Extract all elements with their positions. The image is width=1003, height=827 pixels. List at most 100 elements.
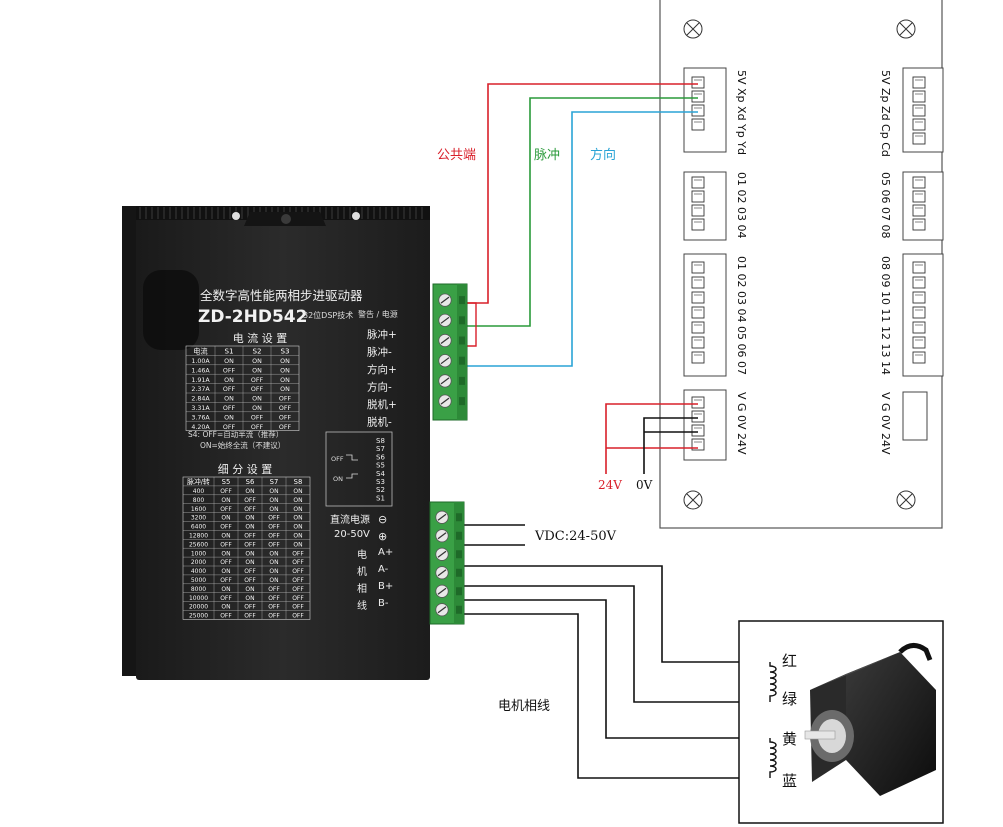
wire-color-red: 红 bbox=[782, 652, 797, 670]
table-cell: OFF bbox=[268, 595, 280, 602]
table-header: S3 bbox=[280, 347, 289, 356]
motor-phase-char: 线 bbox=[357, 599, 367, 612]
motor-phase-char: 机 bbox=[357, 565, 367, 578]
table-cell: 1600 bbox=[191, 506, 206, 513]
signal-label: 方向- bbox=[367, 381, 392, 394]
motor-phase-vertical-label: 电机相线 bbox=[357, 548, 367, 612]
table-cell: 1.46A bbox=[191, 367, 210, 374]
table-cell: 5000 bbox=[191, 577, 206, 584]
table-cell: 25600 bbox=[189, 541, 208, 548]
table-cell: OFF bbox=[268, 524, 280, 531]
wires bbox=[462, 83, 770, 779]
table-cell: OFF bbox=[292, 568, 304, 575]
table-cell: ON bbox=[245, 524, 254, 531]
table-cell: ON bbox=[224, 358, 234, 365]
table-cell: OFF bbox=[292, 604, 304, 611]
minus-icon: ⊖ bbox=[378, 513, 387, 526]
driver-title: 全数字高性能两相步进驱动器 bbox=[200, 288, 363, 303]
table-cell: ON bbox=[224, 377, 234, 384]
connector-pin bbox=[691, 424, 705, 437]
table-cell: OFF bbox=[292, 586, 304, 593]
table-cell: OFF bbox=[268, 533, 280, 540]
table-cell: ON bbox=[293, 524, 302, 531]
left-connector-pins bbox=[691, 76, 705, 451]
connector-pin bbox=[912, 218, 926, 231]
table-cell: 25000 bbox=[189, 613, 208, 620]
connector-pin bbox=[912, 276, 926, 289]
table-cell: OFF bbox=[251, 414, 264, 421]
table-cell: 400 bbox=[193, 488, 205, 495]
table-cell: ON bbox=[280, 386, 290, 393]
screw-icon bbox=[896, 490, 916, 510]
direction-label: 方向 bbox=[590, 147, 616, 163]
connector-pin bbox=[691, 90, 705, 103]
signal-label: 脉冲+ bbox=[367, 328, 397, 341]
motor-phase-char: 电 bbox=[357, 548, 367, 561]
table-cell: OFF bbox=[220, 506, 232, 513]
table-cell: OFF bbox=[292, 559, 304, 566]
table-cell: ON bbox=[269, 497, 278, 504]
table-cell: OFF bbox=[220, 595, 232, 602]
switch-label: S6 bbox=[376, 453, 385, 461]
connector-pin bbox=[912, 291, 926, 304]
board-label-01-07: 01 02 03 04 05 06 07 bbox=[735, 256, 748, 375]
table-cell: OFF bbox=[268, 541, 280, 548]
connector-pin bbox=[912, 306, 926, 319]
table-cell: OFF bbox=[223, 386, 236, 393]
switch-label: S8 bbox=[376, 437, 385, 445]
table-cell: ON bbox=[245, 515, 254, 522]
table-cell: 3.31A bbox=[191, 405, 210, 412]
table-cell: OFF bbox=[223, 424, 236, 431]
table-cell: ON bbox=[221, 515, 230, 522]
table-cell: OFF bbox=[244, 506, 256, 513]
table-cell: ON bbox=[221, 568, 230, 575]
table-cell: ON bbox=[221, 604, 230, 611]
connector-pin bbox=[691, 104, 705, 117]
connector-pin bbox=[691, 176, 705, 189]
motor-box bbox=[738, 620, 944, 824]
0v-label: 0V bbox=[636, 478, 653, 492]
signal-label: 方向+ bbox=[367, 363, 397, 376]
table-cell: 1.00A bbox=[191, 358, 210, 365]
table-header: S5 bbox=[222, 478, 231, 486]
table-cell: 1000 bbox=[191, 550, 206, 557]
connector-pin bbox=[691, 410, 705, 423]
s4-note-2: ON=始终全流（不建议） bbox=[200, 440, 285, 450]
table-cell: OFF bbox=[292, 550, 304, 557]
wire-color-green: 绿 bbox=[782, 690, 797, 708]
table-cell: OFF bbox=[292, 595, 304, 602]
table-cell: OFF bbox=[244, 613, 256, 620]
table-cell: ON bbox=[245, 550, 254, 557]
microstep-table-title: 细 分 设 置 bbox=[218, 463, 273, 476]
table-cell: OFF bbox=[220, 541, 232, 548]
board-label-01-04: 01 02 03 04 bbox=[735, 172, 748, 238]
table-cell: OFF bbox=[268, 604, 280, 611]
signal-label: 脱机+ bbox=[367, 398, 397, 411]
table-header: 脉冲/转 bbox=[187, 477, 210, 486]
switch-label: S1 bbox=[376, 494, 385, 502]
table-cell: OFF bbox=[223, 367, 236, 374]
connector-pin bbox=[912, 118, 926, 131]
table-cell: OFF bbox=[292, 577, 304, 584]
table-cell: ON bbox=[293, 506, 302, 513]
table-cell: ON bbox=[252, 396, 262, 403]
table-cell: ON bbox=[293, 515, 302, 522]
board-label-power-left: V G 0V 24V bbox=[735, 392, 748, 455]
table-cell: ON bbox=[245, 595, 254, 602]
table-cell: ON bbox=[293, 541, 302, 548]
table-cell: OFF bbox=[223, 405, 236, 412]
table-cell: 2.84A bbox=[191, 396, 210, 403]
signal-labels: 脉冲+ 脉冲- 方向+ 方向- 脱机+ 脱机- bbox=[367, 328, 397, 429]
common-label: 公共端 bbox=[437, 148, 476, 163]
current-table: 电流1.00A1.46A1.91A2.37A2.84A3.31A3.76A4.2… bbox=[185, 345, 300, 431]
s4-note-1: S4: OFF=自动半流（推荐） bbox=[188, 429, 283, 439]
signal-label: 脉冲- bbox=[367, 346, 392, 359]
connector-pin bbox=[691, 336, 705, 349]
signal-label: 脱机- bbox=[367, 416, 392, 429]
table-cell: OFF bbox=[279, 396, 292, 403]
table-cell: 2000 bbox=[191, 559, 206, 566]
connector-pin bbox=[912, 261, 926, 274]
table-cell: OFF bbox=[251, 386, 264, 393]
board-label-08-14: 08 09 10 11 12 13 14 bbox=[879, 256, 892, 375]
